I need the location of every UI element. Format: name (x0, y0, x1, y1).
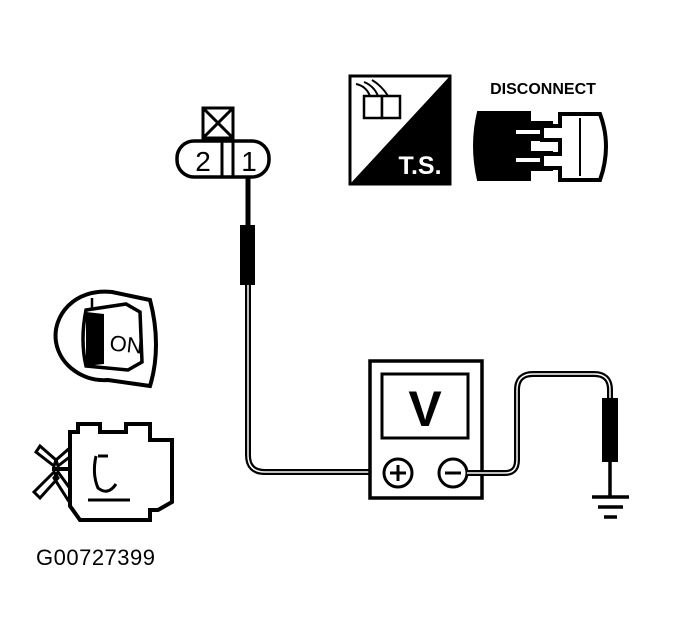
connector-pin-2: 2 (195, 146, 211, 177)
positive-terminal-icon (382, 457, 414, 489)
figure-code: G00727399 (36, 545, 156, 570)
negative-terminal-icon (437, 457, 469, 489)
engine-icon (31, 422, 174, 522)
ignition-on-label: ON (108, 330, 143, 358)
harness-connector: 2 1 (175, 106, 271, 179)
trouble-shooting-icon: T.S. (348, 74, 452, 186)
engine-fan-icon (31, 443, 79, 503)
disconnect-icon: DISCONNECT (473, 81, 608, 182)
probe-tip-lower (602, 398, 618, 462)
ts-label: T.S. (398, 152, 441, 180)
probe-tip-upper (240, 225, 255, 285)
negative-probe-lead (467, 371, 629, 519)
connector-pin-1: 1 (241, 146, 257, 177)
ground-icon (592, 495, 629, 519)
disconnect-label: DISCONNECT (490, 81, 596, 98)
voltmeter: V (368, 359, 484, 500)
ignition-key-icon: ON (53, 289, 158, 389)
voltmeter-display (380, 372, 470, 440)
positive-probe-lead (240, 177, 388, 475)
ts-connector-icon (355, 79, 402, 120)
voltmeter-v-label: V (408, 381, 442, 437)
